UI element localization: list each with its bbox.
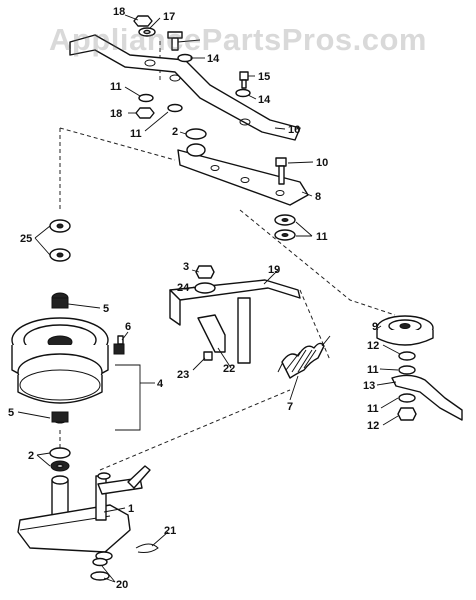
idler-support-bracket <box>169 265 301 364</box>
callout-13: 13 <box>363 380 375 392</box>
dashed-guide-lines <box>59 40 396 471</box>
callout-25: 25 <box>20 233 32 245</box>
lower-hardware <box>49 447 71 472</box>
callout-11: 11 <box>316 231 328 243</box>
callout-11: 11 <box>367 403 379 415</box>
callout-11: 11 <box>110 81 122 93</box>
callout-2: 2 <box>28 450 34 462</box>
callout-19: 19 <box>268 264 280 276</box>
callout-5: 5 <box>103 303 109 315</box>
washers-25 <box>49 219 71 262</box>
callout-21: 21 <box>164 525 176 537</box>
callout-24: 24 <box>177 282 190 294</box>
callout-5: 5 <box>8 407 14 419</box>
callout-11: 11 <box>130 128 142 140</box>
callout-12: 12 <box>367 340 379 352</box>
callout-6: 6 <box>125 321 131 333</box>
extension-spring <box>277 335 331 379</box>
callout-18: 18 <box>113 6 125 18</box>
callout-1: 1 <box>128 503 134 515</box>
pulley-spindle-bracket <box>17 465 151 561</box>
callout-22: 22 <box>223 363 235 375</box>
callout-4: 4 <box>157 378 164 390</box>
assembly-bracket-4 <box>115 364 141 431</box>
callout-labels: 18 17 14 15 14 11 18 11 2 16 10 8 11 25 … <box>8 6 379 591</box>
callout-2: 2 <box>172 126 178 138</box>
idler-pulley-right <box>376 315 463 421</box>
callout-16: 16 <box>288 124 300 136</box>
grease-fitting <box>113 335 125 355</box>
callout-12: 12 <box>367 420 379 432</box>
idler-bracket-upper <box>69 34 301 141</box>
callout-23: 23 <box>177 369 189 381</box>
idler-arm-lower <box>177 149 309 206</box>
callout-17: 17 <box>163 11 175 23</box>
callout-8: 8 <box>315 191 321 203</box>
callout-9: 9 <box>372 321 378 333</box>
callout-14: 14 <box>258 94 271 106</box>
double-pulley <box>11 292 109 424</box>
callout-11: 11 <box>367 364 379 376</box>
callout-10: 10 <box>316 157 328 169</box>
callout-7: 7 <box>287 401 293 413</box>
callout-20: 20 <box>116 579 128 591</box>
callout-15: 15 <box>258 71 270 83</box>
callout-3: 3 <box>183 261 189 273</box>
callout-18: 18 <box>110 108 122 120</box>
leader-lines <box>17 14 401 583</box>
callout-14: 14 <box>207 53 220 65</box>
